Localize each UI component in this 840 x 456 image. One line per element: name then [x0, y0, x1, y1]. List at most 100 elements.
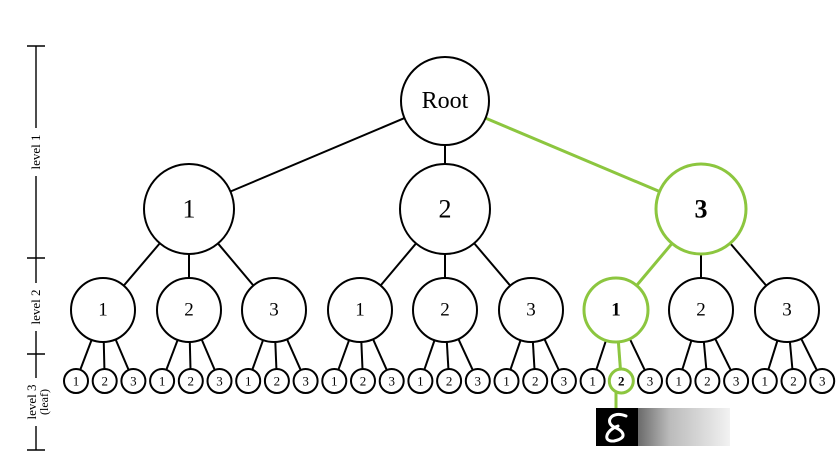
leaf-node-label: 3	[733, 374, 740, 389]
edge-l2-to-leaf	[457, 338, 474, 371]
edge-l2-to-leaf	[372, 338, 388, 371]
level3-label: level 3 (leaf)	[24, 378, 51, 426]
level2-node-label: 3	[526, 300, 536, 321]
leaf-node-label: 1	[762, 374, 769, 389]
level2-node-label: 3	[782, 300, 792, 321]
leaf-node-label: 2	[101, 374, 108, 389]
edge-l2-to-leaf	[543, 338, 560, 371]
leaf-node: 2	[350, 368, 376, 394]
level2-node-label: 2	[696, 300, 706, 321]
edge-l2-to-leaf	[628, 338, 646, 371]
leaf-image	[596, 392, 730, 446]
leaf-node: 1	[63, 368, 89, 394]
leaf-node-label: 1	[503, 374, 510, 389]
leaf-node-label: 1	[159, 374, 166, 389]
leaf-node: 2	[522, 368, 549, 394]
edge-l2-to-leaf	[800, 338, 818, 371]
level2-node-label: 3	[269, 300, 279, 321]
leaf-node-label: 1	[675, 374, 682, 389]
level2-node: 2	[412, 277, 478, 343]
edge-l2-to-leaf	[200, 339, 216, 371]
leaf-node: 3	[292, 368, 319, 394]
leaf-node-label: 1	[589, 374, 596, 389]
leaf-node: 1	[493, 368, 520, 394]
leaf-node-label: 2	[188, 374, 195, 389]
leaf-node: 2	[694, 368, 721, 394]
edge-l2-to-leaf	[445, 341, 450, 370]
leaf-node-label: 3	[561, 374, 568, 389]
level-axis: level 1 level 2 level 3 (leaf)	[24, 45, 51, 451]
leaf-node: 3	[723, 368, 750, 394]
edge-l2-to-leaf	[714, 338, 732, 371]
leaf-node: 3	[464, 368, 491, 394]
leaf-node-label: 3	[647, 374, 654, 389]
leaf-node: 3	[809, 368, 836, 394]
edge-l2-to-leaf	[702, 341, 708, 370]
leaf-node-label: 3	[388, 374, 395, 389]
level1-label: level 1	[28, 128, 45, 176]
leaf-node: 1	[665, 368, 692, 394]
leaf-node-label: 2	[532, 374, 539, 389]
handwritten-digit-image	[605, 412, 628, 443]
edge-l1-3-to-l2-3	[729, 242, 768, 287]
edge-l2-to-leaf	[788, 341, 794, 370]
level2-node: 2	[156, 277, 222, 343]
level1-node-1: 1	[143, 163, 235, 255]
edge-l2-to-leaf	[337, 339, 351, 371]
edge-l2-to-leaf	[531, 341, 536, 370]
edge-l1-3-to-l2-1	[635, 242, 674, 287]
edge-l2-to-leaf	[616, 341, 622, 370]
leaf-node: 2	[436, 368, 463, 394]
level1-node-3-label: 3	[695, 195, 708, 224]
level2-node-label: 1	[355, 300, 365, 321]
edge-l2-to-leaf	[114, 339, 130, 371]
level2-node: 2	[668, 277, 734, 343]
leaf-node-label: 2	[446, 374, 453, 389]
leaf-node: 3	[206, 368, 233, 394]
level2-node-label: 1	[611, 300, 621, 321]
edge-l2-to-leaf	[681, 340, 693, 370]
leaf-node: 2	[177, 368, 204, 394]
leaf-node-label: 2	[790, 374, 797, 389]
leaf-node-label: 1	[331, 374, 338, 389]
level1-node-3: 3	[654, 162, 748, 256]
leaf-node: 1	[579, 368, 606, 394]
leaf-node: 3	[637, 368, 663, 394]
edge-root-to-l1-1	[230, 117, 405, 193]
tree-edges	[79, 116, 818, 371]
edge-l2-to-leaf	[423, 339, 436, 370]
edge-l1-1-to-l2-1	[122, 242, 161, 287]
level1-node-1-label: 1	[183, 195, 196, 224]
leaf-node: 2	[263, 368, 290, 394]
edge-l2-to-leaf	[274, 341, 278, 370]
edge-l2-to-leaf	[360, 341, 364, 370]
leaf-node-label: 1	[245, 374, 252, 389]
leaf-node-label: 3	[475, 374, 482, 389]
leaf-node-label: 1	[73, 374, 80, 389]
leaf-node: 3	[550, 368, 577, 394]
leaf-node-label: 2	[360, 374, 367, 389]
edge-l2-to-leaf	[767, 340, 779, 370]
level2-label-text: level 2	[28, 289, 43, 324]
leaf-node: 1	[235, 368, 262, 394]
edge-l2-to-leaf	[509, 339, 522, 370]
leaf-node-label: 1	[417, 374, 424, 389]
edge-l2-to-leaf	[251, 339, 265, 371]
leaf-node: 1	[149, 368, 176, 394]
leaf-node: 1	[407, 368, 434, 394]
leaf-node: 2	[607, 367, 635, 395]
level2-label: level 2	[28, 283, 45, 331]
level3-sublabel-text: (leaf)	[37, 389, 51, 415]
level2-node: 1	[70, 277, 136, 343]
level1-node-2-label: 2	[439, 195, 452, 224]
level3-label-text: level 3	[24, 384, 39, 419]
root-node: Root	[400, 56, 490, 146]
level2-node-label: 2	[440, 300, 450, 321]
edge-l1-2-to-l2-1	[379, 242, 417, 287]
leaf-node-label: 3	[130, 374, 137, 389]
edge-l2-to-leaf	[165, 339, 179, 371]
level2-node: 3	[241, 277, 307, 343]
leaf-node: 1	[751, 368, 778, 394]
leaf-node-label: 2	[618, 374, 625, 389]
